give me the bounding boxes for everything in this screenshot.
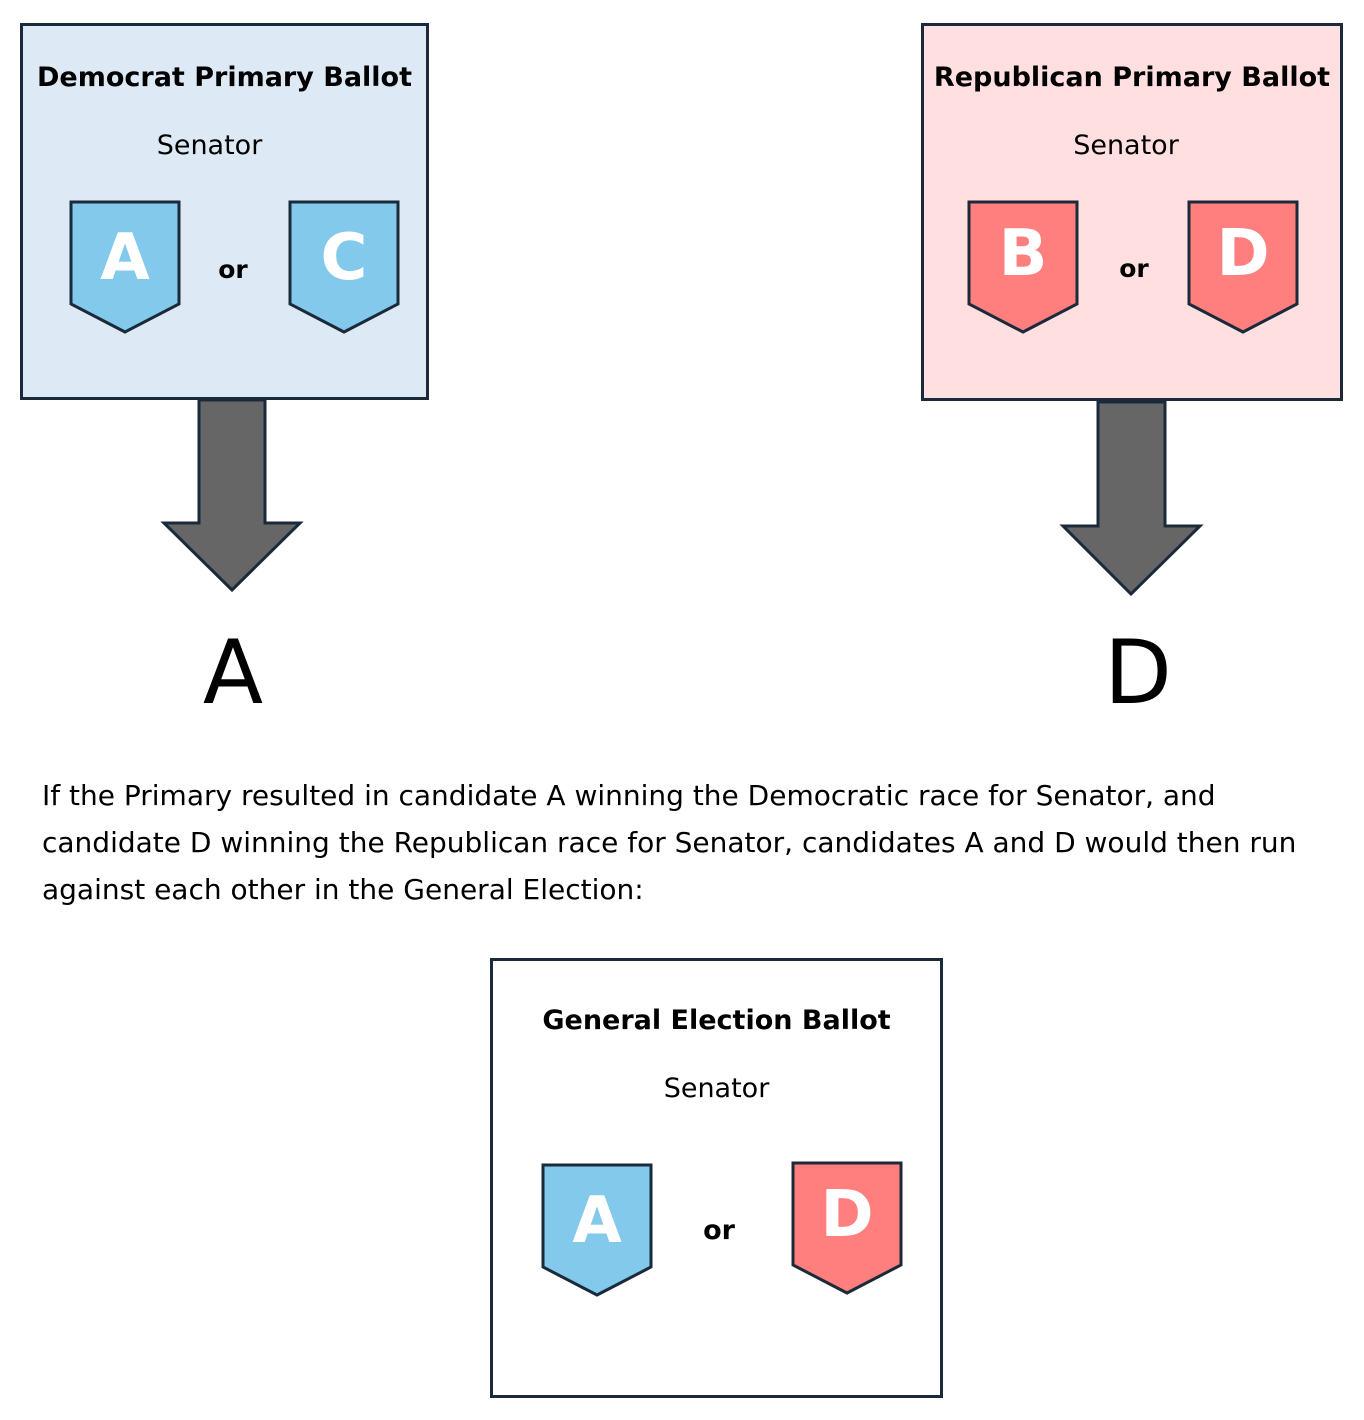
candidate-letter: B bbox=[998, 217, 1048, 291]
democrat-winner: A bbox=[202, 621, 264, 724]
republican-down-arrow-icon bbox=[1059, 400, 1204, 597]
candidate-a-shield-icon: A bbox=[69, 200, 181, 334]
republican-primary-ballot: Republican Primary Ballot Senator B or D bbox=[921, 23, 1343, 401]
explanation-text: If the Primary resulted in candidate A w… bbox=[42, 779, 1297, 906]
democrat-down-arrow-icon bbox=[160, 398, 304, 593]
or-separator: or bbox=[1119, 254, 1149, 283]
general-election-ballot: General Election Ballot Senator A or D bbox=[490, 958, 943, 1398]
candidate-letter: A bbox=[572, 1184, 622, 1258]
democrat-primary-ballot: Democrat Primary Ballot Senator A or C bbox=[20, 23, 429, 400]
candidate-letter: C bbox=[320, 221, 368, 295]
republican-ballot-title: Republican Primary Ballot bbox=[933, 62, 1331, 93]
democrat-ballot-office: Senator bbox=[156, 130, 263, 161]
candidate-letter: A bbox=[100, 221, 150, 295]
candidate-c-shield-icon: C bbox=[288, 200, 400, 334]
democrat-ballot-title: Democrat Primary Ballot bbox=[36, 62, 413, 93]
republican-ballot-office: Senator bbox=[1073, 130, 1179, 161]
candidate-a-shield-icon: A bbox=[541, 1163, 653, 1297]
republican-winner: D bbox=[1104, 621, 1172, 724]
candidate-b-shield-icon: B bbox=[967, 200, 1079, 334]
candidate-letter: D bbox=[820, 1178, 874, 1252]
candidate-letter: D bbox=[1216, 217, 1270, 291]
candidate-d-shield-icon: D bbox=[791, 1161, 903, 1295]
general-ballot-office: Senator bbox=[663, 1073, 770, 1104]
or-separator: or bbox=[218, 255, 248, 284]
general-ballot-title: General Election Ballot bbox=[542, 1005, 891, 1036]
or-separator: or bbox=[703, 1215, 735, 1246]
candidate-d-shield-icon: D bbox=[1187, 200, 1299, 334]
